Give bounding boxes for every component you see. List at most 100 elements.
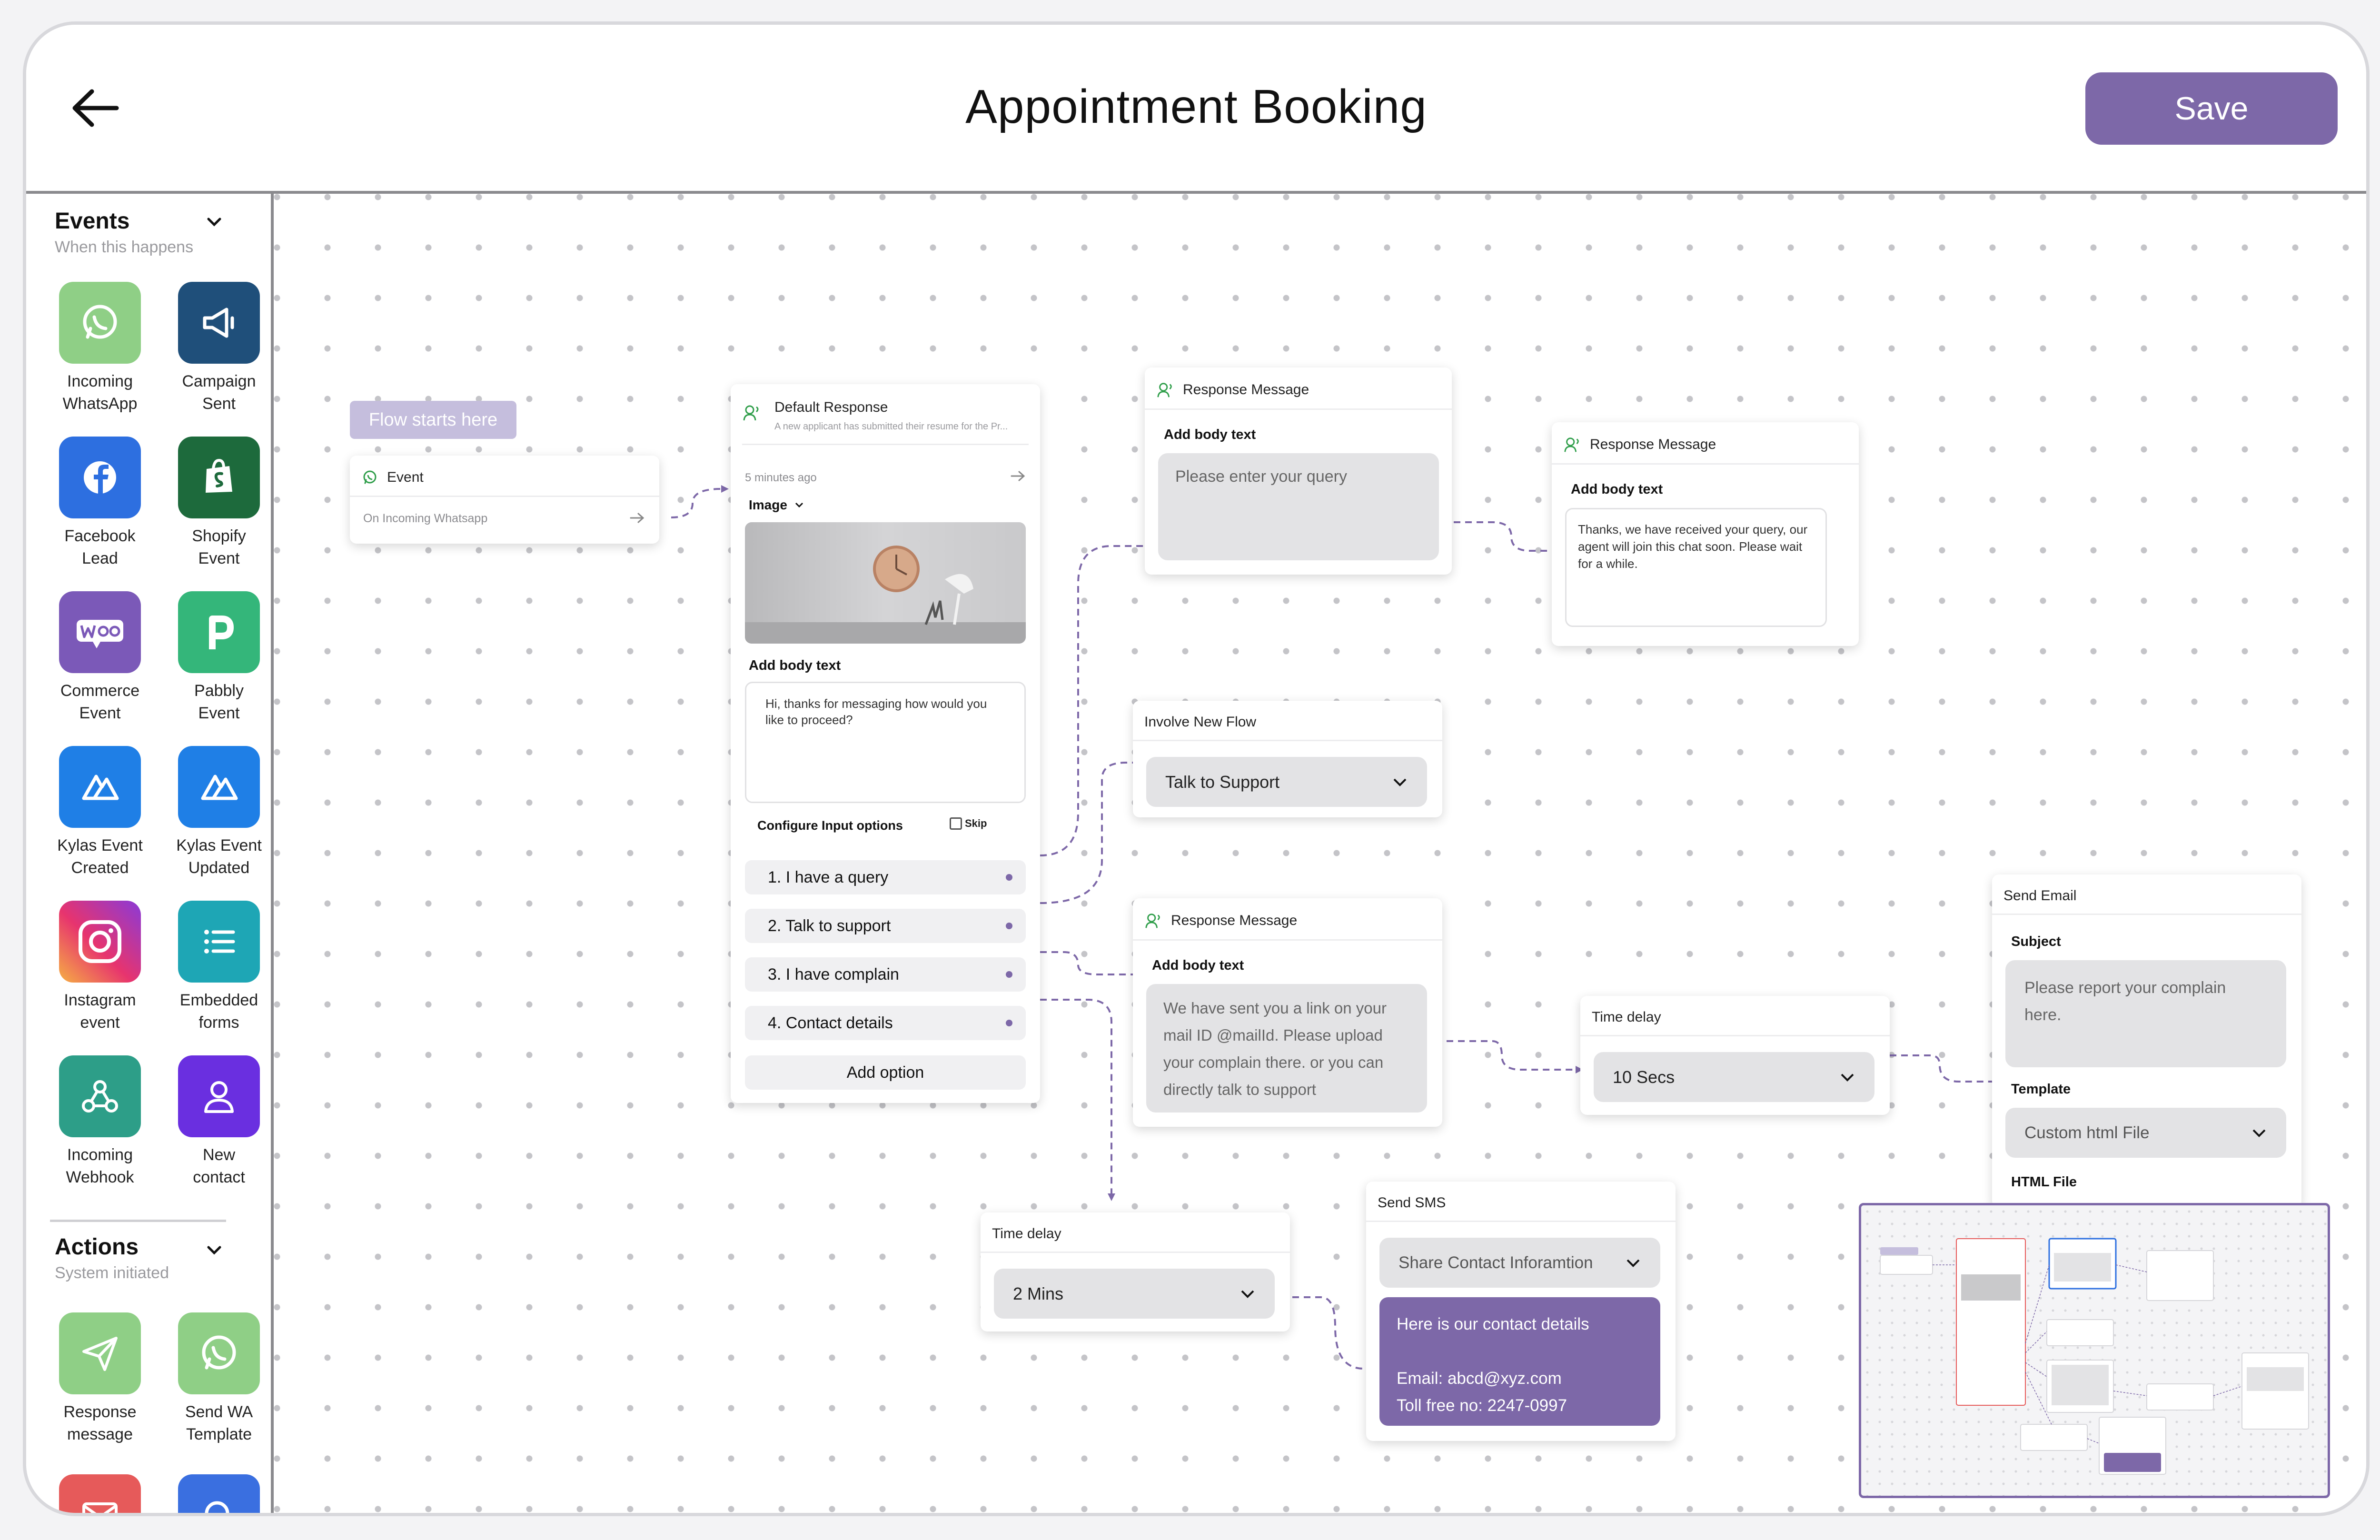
connector-dot[interactable] [1006, 874, 1012, 881]
input-option-4[interactable]: 4. Contact details [745, 1006, 1026, 1040]
palette-embedded-forms[interactable]: Embedded forms [162, 901, 271, 1034]
canvas-minimap[interactable] [1859, 1203, 2330, 1498]
wire-option3-to-complain [1040, 951, 1142, 975]
palette-send-email[interactable] [43, 1474, 157, 1513]
palette-kylas-event-updated[interactable]: Kylas Event Updated [162, 746, 271, 879]
user-chat-icon [1157, 383, 1172, 397]
connector-dot[interactable] [1006, 1020, 1012, 1026]
node-header: Time delay [981, 1212, 1290, 1253]
palette-send-wa-template[interactable]: Send WA Template [162, 1312, 271, 1446]
input-option-2[interactable]: 2. Talk to support [745, 909, 1026, 943]
palette-campaign-sent[interactable]: Campaign Sent [162, 282, 271, 415]
default-response-subtitle: A new applicant has submitted their resu… [774, 421, 1008, 432]
event-trigger-text: On Incoming Whatsapp [363, 512, 488, 525]
palette-incoming-webhook[interactable]: Incoming Webhook [43, 1055, 157, 1189]
send-sms-node[interactable]: Send SMS Share Contact Inforamtion Here … [1366, 1182, 1676, 1441]
body-text-input[interactable]: Thanks, we have received your query, our… [1565, 508, 1827, 627]
tile-label-line1: Instagram [64, 991, 136, 1009]
tile-label-line2: event [80, 1013, 120, 1032]
palette-search[interactable] [162, 1474, 271, 1513]
events-section-header[interactable]: Events When this happens [55, 208, 193, 257]
response-message-complain-node[interactable]: Response Message Add body text We have s… [1133, 898, 1442, 1127]
sms-line-2: Email: abcd@xyz.com [1397, 1369, 1562, 1388]
facebook-icon [59, 437, 141, 518]
wire-option2-to-involve [1040, 762, 1142, 904]
flow-select[interactable]: Talk to Support [1146, 757, 1427, 807]
template-select-value: Custom html File [2024, 1123, 2150, 1142]
message-time: 5 minutes ago [745, 471, 817, 484]
instagram-icon [59, 901, 141, 983]
media-type-select[interactable]: Image [749, 497, 804, 513]
wire-complain-to-delay10 [1435, 1040, 1576, 1071]
arrow-right-icon[interactable] [1011, 470, 1026, 482]
connector-dot[interactable] [1006, 923, 1012, 929]
palette-instagram-event[interactable]: Instagram event [43, 901, 157, 1034]
tile-label-line2: Created [71, 859, 129, 877]
tile-label-line2: Webhook [66, 1168, 134, 1186]
node-title: Response Message [1590, 437, 1716, 452]
tile-label-line1: Embedded [179, 991, 258, 1009]
palette-shopify-event[interactable]: Shopify Event [162, 437, 271, 570]
palette-kylas-event-created[interactable]: Kylas Event Created [43, 746, 157, 879]
whatsapp-icon [178, 1312, 260, 1394]
node-header: Response Message [1145, 368, 1452, 410]
save-button[interactable]: Save [2085, 72, 2338, 145]
arrow-right-icon[interactable] [630, 512, 645, 524]
response-message-thanks-node[interactable]: Response Message Add body text Thanks, w… [1552, 422, 1859, 646]
delay-select[interactable]: 2 Mins [994, 1269, 1275, 1319]
flow-canvas[interactable]: Flow starts here Event On Incoming Whats… [274, 194, 2366, 1513]
mail-icon [59, 1474, 141, 1513]
body-text-input[interactable]: We have sent you a link on your mail ID … [1146, 984, 1427, 1113]
list-icon [178, 901, 260, 983]
response-message-query-node[interactable]: Response Message Add body text Please en… [1145, 368, 1452, 575]
event-node-title: Event [387, 469, 424, 485]
option-label: 3. I have complain [768, 965, 899, 984]
body-text-input[interactable]: Please enter your query [1158, 453, 1439, 560]
chevron-down-icon[interactable] [205, 1243, 224, 1258]
palette-facebook-lead[interactable]: Facebook Lead [43, 437, 157, 570]
node-header: Response Message [1133, 898, 1442, 941]
chevron-down-icon[interactable] [205, 215, 224, 229]
woo-icon [59, 591, 141, 673]
tile-label-line1: Send WA [185, 1403, 253, 1421]
actions-section-header[interactable]: Actions System initiated [55, 1234, 169, 1282]
sms-template-select[interactable]: Share Contact Inforamtion [1379, 1238, 1660, 1288]
tile-label-line2: Updated [188, 859, 250, 877]
send-email-node[interactable]: Send Email Subject Please report your co… [1992, 874, 2301, 1208]
actions-title: Actions [55, 1234, 139, 1260]
palette-response-message[interactable]: Response message [43, 1312, 157, 1446]
media-image-preview[interactable] [745, 522, 1026, 644]
palette-commerce-event[interactable]: Commerce Event [43, 591, 157, 725]
event-node[interactable]: Event On Incoming Whatsapp [350, 456, 659, 544]
default-response-node[interactable]: Default Response A new applicant has sub… [731, 384, 1040, 1103]
input-option-3[interactable]: 3. I have complain [745, 957, 1026, 992]
add-option-button[interactable]: Add option [745, 1055, 1026, 1090]
involve-new-flow-node[interactable]: Involve New Flow Talk to Support [1133, 701, 1442, 817]
palette-new-contact[interactable]: New contact [162, 1055, 271, 1189]
node-header: Time delay [1580, 996, 1890, 1036]
back-button[interactable] [69, 87, 121, 129]
section-divider [50, 1220, 226, 1222]
sms-line-3: Toll free no: 2247-0997 [1397, 1396, 1567, 1415]
chevron-down-icon [795, 502, 803, 508]
subject-input[interactable]: Please report your complain here. [2005, 960, 2286, 1067]
tile-label-line1: Kylas Event [176, 836, 262, 854]
chevron-down-icon [2252, 1129, 2266, 1137]
arrow-left-icon [72, 89, 119, 127]
node-palette-sidebar: Events When this happens Incoming WhatsA… [26, 194, 274, 1513]
input-option-1[interactable]: 1. I have a query [745, 860, 1026, 894]
delay-select[interactable]: 10 Secs [1594, 1052, 1874, 1102]
time-delay-node-10s[interactable]: Time delay 10 Secs [1580, 996, 1890, 1115]
palette-pabbly-event[interactable]: Pabbly Event [162, 591, 271, 725]
body-text-input[interactable]: Hi, thanks for messaging how would you l… [745, 682, 1026, 803]
template-select[interactable]: Custom html File [2005, 1108, 2286, 1158]
megaphone-icon [178, 282, 260, 364]
tile-label-line1: Campaign [182, 372, 256, 390]
palette-incoming-whatsapp[interactable]: Incoming WhatsApp [43, 282, 157, 415]
skip-checkbox[interactable]: Skip [950, 817, 987, 830]
tile-label-line2: Event [198, 704, 240, 722]
time-delay-node-2m[interactable]: Time delay 2 Mins [981, 1212, 1290, 1331]
connector-dot[interactable] [1006, 971, 1012, 978]
checkbox-box [950, 817, 962, 830]
node-header: Involve New Flow [1133, 701, 1442, 741]
